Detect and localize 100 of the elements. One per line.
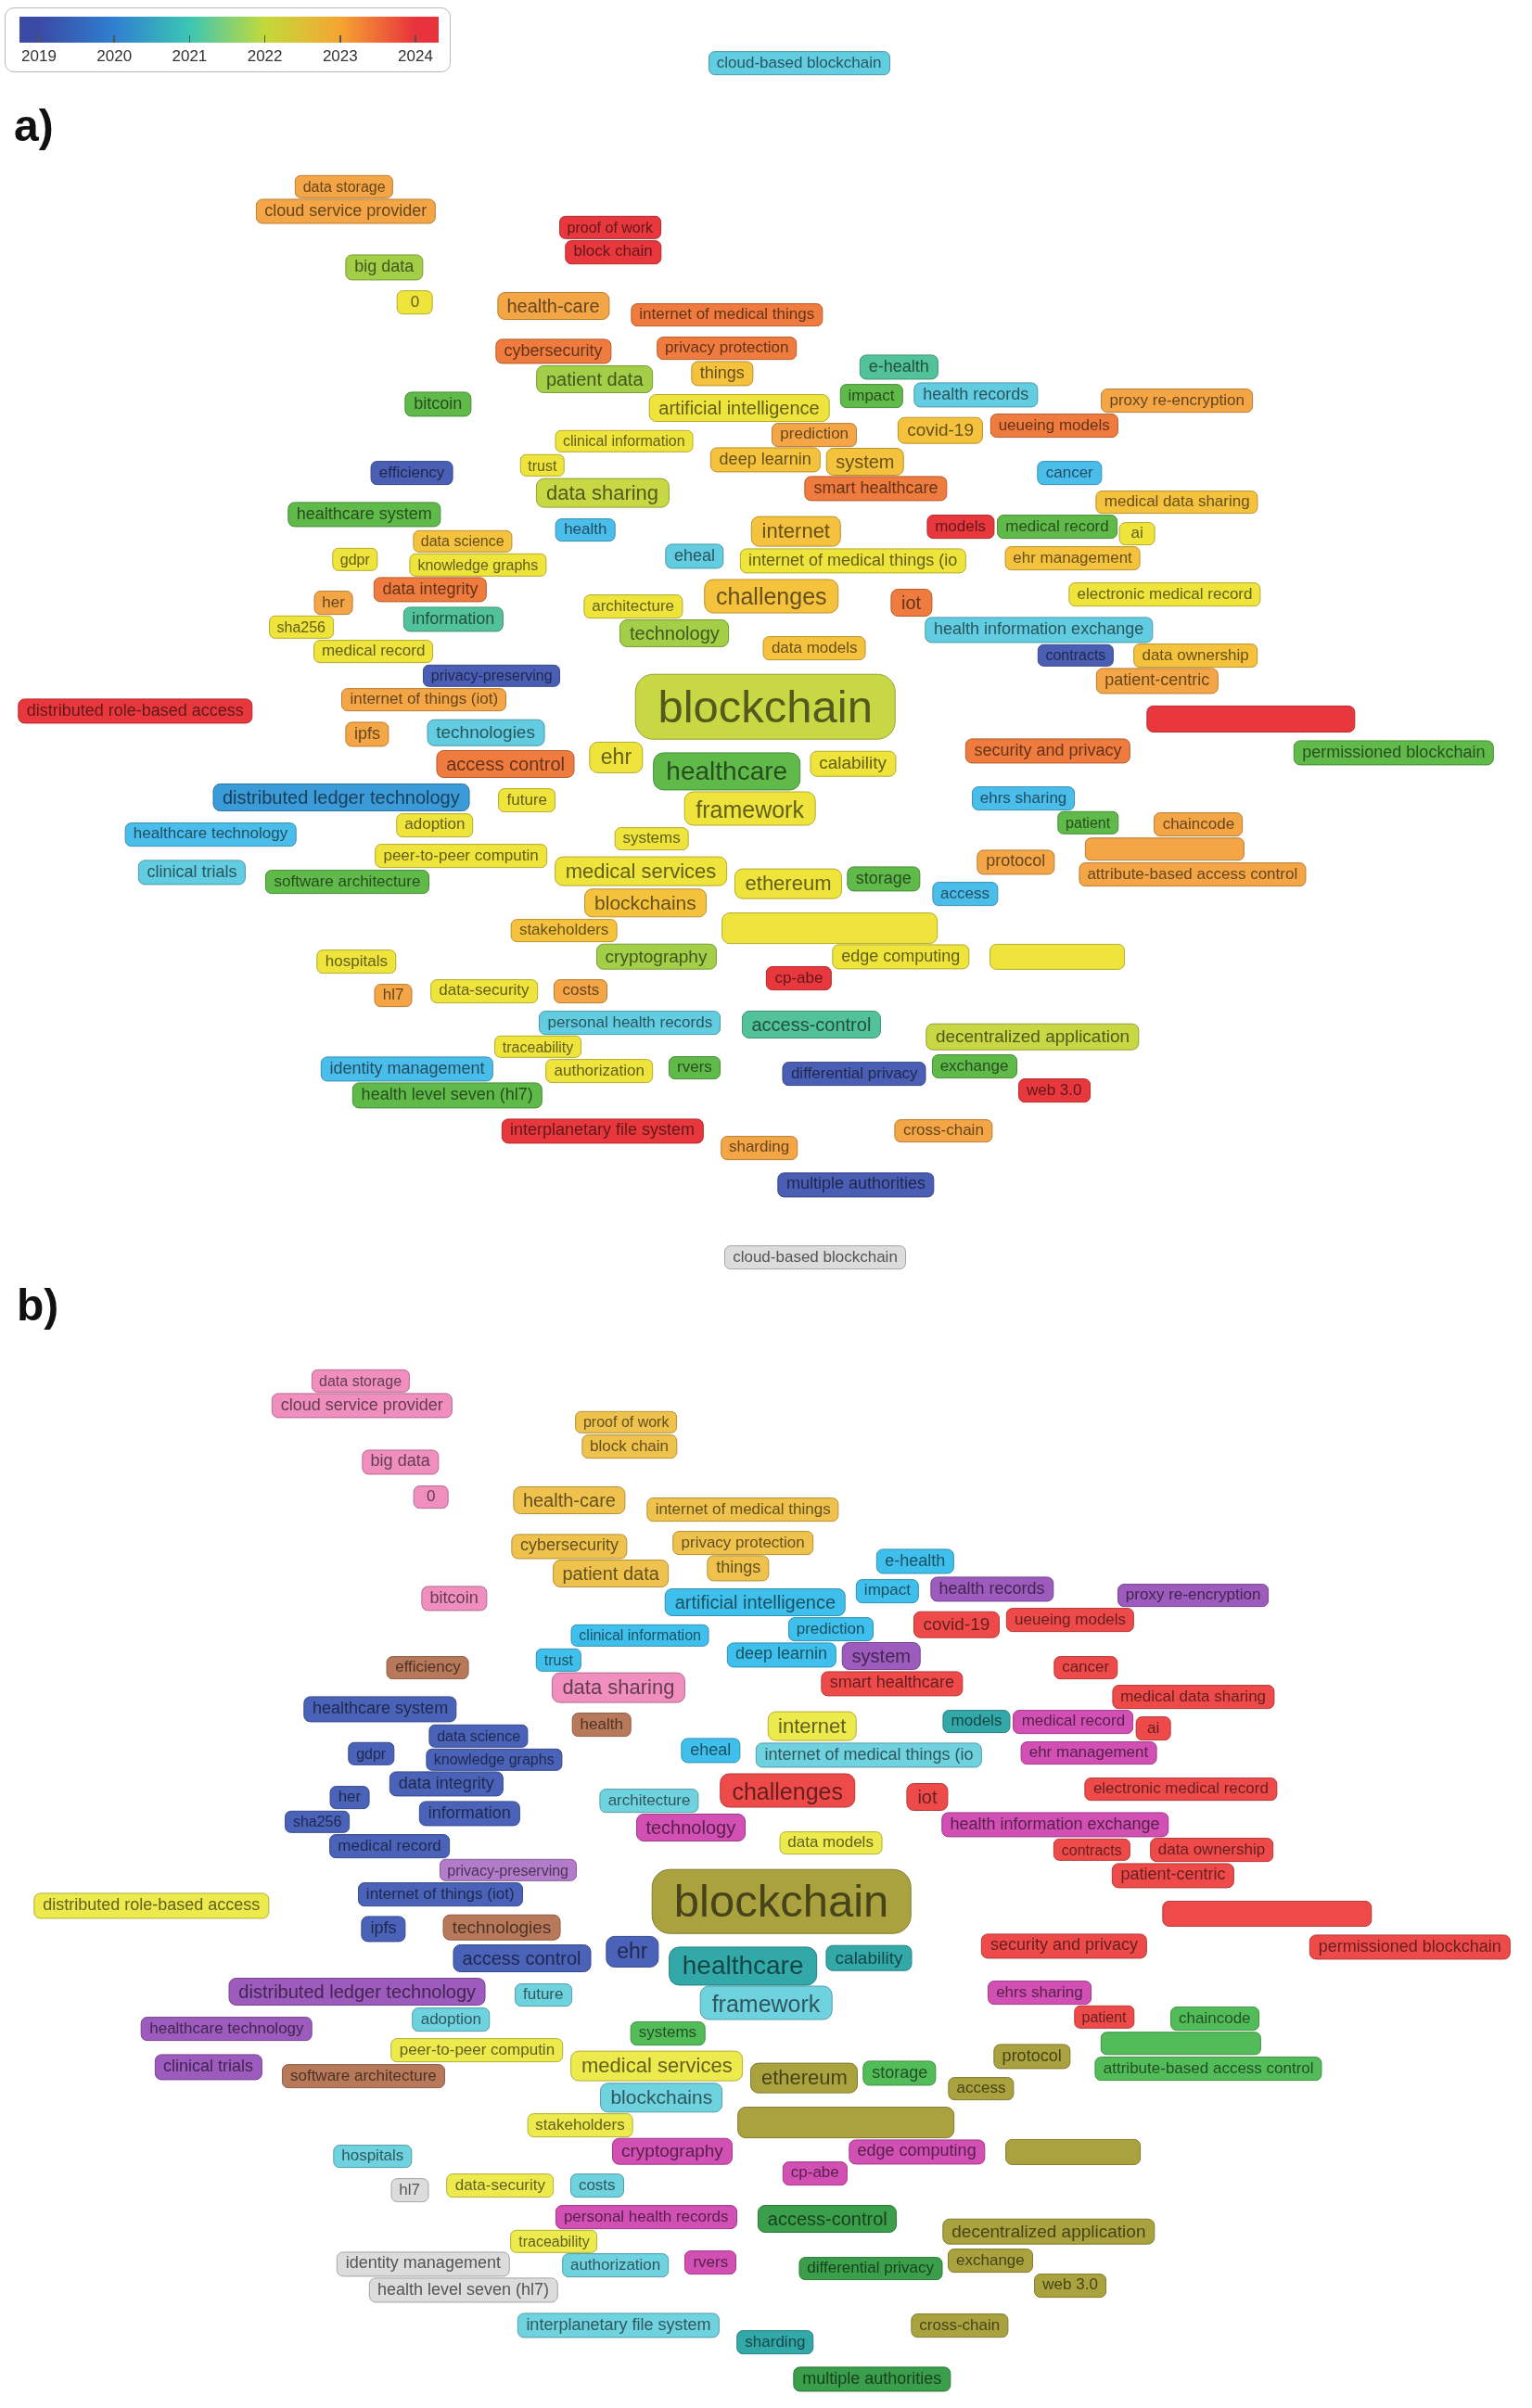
keyword-label: differential privacy — [798, 2256, 943, 2281]
keyword-label: adoption — [412, 2007, 491, 2032]
keyword-label: patient — [1073, 2006, 1135, 2029]
keyword-label: trust — [519, 453, 566, 478]
keyword-label: 0 — [413, 1484, 450, 1510]
keyword-label: costs — [554, 978, 608, 1003]
keyword-label: exchange — [947, 2249, 1033, 2274]
keyword-label: contracts — [1037, 643, 1114, 667]
keyword-label: artificial intelligence — [665, 1588, 846, 1617]
keyword-label: privacy-preserving — [423, 664, 561, 687]
keyword-label: internet of medical things — [646, 1497, 839, 1522]
keyword-label: calability — [825, 1944, 913, 1972]
keyword-label: ehr — [589, 741, 644, 773]
keyword-label: ehr management — [1004, 546, 1141, 571]
blank-label — [1005, 2138, 1142, 2165]
keyword-label: clinical information — [555, 429, 694, 452]
keyword-label: hospitals — [333, 2144, 413, 2169]
keyword-label: costs — [569, 2173, 624, 2198]
keyword-label: attribute-based access control — [1079, 861, 1307, 886]
keyword-label: patient — [1057, 810, 1118, 835]
keyword-label: internet of medical things (io — [739, 548, 966, 574]
keyword-label: hl7 — [374, 983, 413, 1008]
keyword-label: future — [514, 1982, 572, 2007]
keyword-label: edge computing — [832, 944, 969, 970]
keyword-label: proof of work — [575, 1410, 678, 1433]
keyword-label: interplanetary file system — [501, 1117, 704, 1144]
keyword-label: ehr management — [1020, 1740, 1157, 1765]
keyword-label: contracts — [1053, 1838, 1130, 1862]
keyword-label: software architecture — [281, 2064, 445, 2089]
keyword-label: architecture — [599, 1789, 699, 1814]
keyword-label: models — [926, 515, 995, 540]
keyword-label: protocol — [977, 848, 1054, 875]
keyword-label: software architecture — [265, 870, 429, 894]
keyword-label: ai — [1135, 1716, 1171, 1740]
keyword-label: blockchains — [600, 2083, 723, 2112]
keyword-label: covid-19 — [898, 416, 984, 444]
keyword-label: decentralized application — [942, 2218, 1155, 2246]
keyword-label: ueueing models — [989, 414, 1118, 438]
keyword-label: e-health — [860, 354, 938, 380]
keyword-label: things — [691, 361, 754, 387]
keyword-label: health information exchange — [940, 1812, 1169, 1838]
keyword-label: system — [825, 447, 905, 476]
keyword-label: big data — [345, 254, 423, 280]
keyword-label: stakeholders — [510, 918, 618, 943]
keyword-label: data models — [779, 1830, 883, 1855]
keyword-label: healthcare technology — [124, 822, 297, 847]
keyword-label: iot — [890, 588, 933, 617]
blank-label — [1101, 2032, 1261, 2056]
keyword-label: bitcoin — [404, 391, 471, 417]
keyword-label: architecture — [583, 594, 683, 618]
keyword-label: block chain — [581, 1434, 678, 1459]
keyword-label: data integrity — [373, 577, 488, 603]
keyword-label: ehrs sharing — [988, 1981, 1092, 2006]
keyword-label: authorization — [561, 2253, 670, 2278]
keyword-label: cancer — [1053, 1655, 1118, 1680]
keyword-label: cloud service provider — [272, 1393, 453, 1419]
keyword-label: storage — [862, 2060, 937, 2086]
keyword-label: cloud-based blockchain — [708, 51, 890, 75]
keyword-label: health-care — [513, 1486, 626, 1515]
keyword-label: clinical trials — [154, 2054, 262, 2081]
keyword-label: healthcare system — [287, 502, 441, 528]
legend-label: 2023 — [322, 47, 358, 67]
keyword-label: internet of things (iot) — [357, 1882, 523, 1906]
keyword-label: access-control — [741, 1011, 881, 1039]
keyword-label: protocol — [993, 2044, 1071, 2070]
keyword-label: challenges — [704, 579, 839, 614]
keyword-label: health — [571, 1713, 632, 1737]
keyword-label: framework — [683, 791, 816, 826]
blank-label — [989, 944, 1125, 971]
keyword-label: cybersecurity — [494, 338, 612, 364]
keyword-label: health records — [913, 382, 1038, 408]
keyword-label: edge computing — [848, 2139, 986, 2165]
keyword-label: impact — [855, 1578, 920, 1603]
panel-label: a) — [14, 104, 54, 148]
keyword-label: ethereum — [734, 868, 843, 899]
keyword-label: efficiency — [370, 461, 453, 486]
keyword-label: internet of medical things — [631, 302, 823, 327]
keyword-label: patient data — [552, 1560, 670, 1588]
blank-label — [1162, 1900, 1372, 1927]
keyword-label: her — [313, 591, 353, 616]
keyword-label: medical record — [313, 639, 434, 664]
keyword-label: medical data sharing — [1095, 490, 1258, 515]
keyword-label: ehr — [606, 1936, 659, 1968]
keyword-label: cancer — [1037, 461, 1102, 486]
keyword-label: ipfs — [361, 1916, 406, 1942]
keyword-label: electronic medical record — [1068, 582, 1261, 607]
keyword-label: data science — [428, 1724, 529, 1748]
keyword-label: challenges — [720, 1773, 855, 1808]
keyword-label: authorization — [545, 1059, 654, 1083]
keyword-label: hl7 — [390, 2178, 429, 2202]
keyword-label: distributed ledger technology — [228, 1978, 486, 2007]
keyword-label: interplanetary file system — [517, 2312, 721, 2338]
keyword-label: access — [948, 2076, 1015, 2101]
keyword-label: blockchains — [584, 888, 707, 918]
keyword-label: smart healthcare — [804, 476, 948, 502]
keyword-label: data ownership — [1133, 643, 1258, 668]
legend-label: 2021 — [172, 47, 208, 67]
keyword-label: covid-19 — [913, 1611, 1000, 1638]
keyword-label: privacy-preserving — [439, 1858, 577, 1882]
keyword-label: health records — [929, 1576, 1054, 1602]
